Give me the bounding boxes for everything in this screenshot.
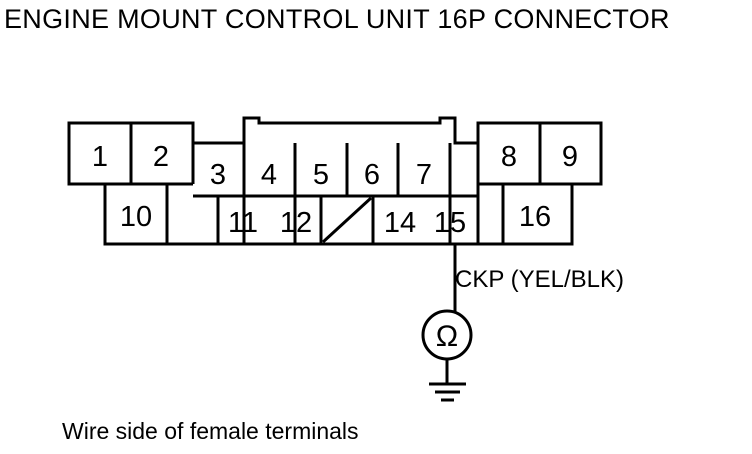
terminal-15: 15 [434, 207, 466, 239]
terminal-6: 6 [364, 159, 380, 191]
diagram-title: ENGINE MOUNT CONTROL UNIT 16P CONNECTOR [4, 4, 670, 34]
terminal-7: 7 [416, 159, 432, 191]
terminal-16: 16 [519, 201, 551, 233]
terminal-8: 8 [501, 141, 517, 173]
connector-outline [67, 116, 603, 246]
terminal-2: 2 [153, 141, 169, 173]
wire-label: CKP (YEL/BLK) [455, 266, 624, 293]
terminal-9: 9 [562, 141, 578, 173]
terminal-3: 3 [210, 159, 226, 191]
terminal-4: 4 [261, 159, 277, 191]
terminal-5: 5 [313, 159, 329, 191]
caption: Wire side of female terminals [62, 418, 359, 444]
terminal-12: 12 [280, 207, 312, 239]
ohm-symbol: Ω [436, 320, 458, 353]
terminal-11: 11 [228, 207, 258, 239]
terminal-10: 10 [120, 201, 152, 233]
terminal-1: 1 [92, 141, 108, 173]
ground-icon [429, 382, 466, 402]
terminal-14: 14 [384, 207, 416, 239]
unused-terminal-13 [321, 196, 373, 244]
